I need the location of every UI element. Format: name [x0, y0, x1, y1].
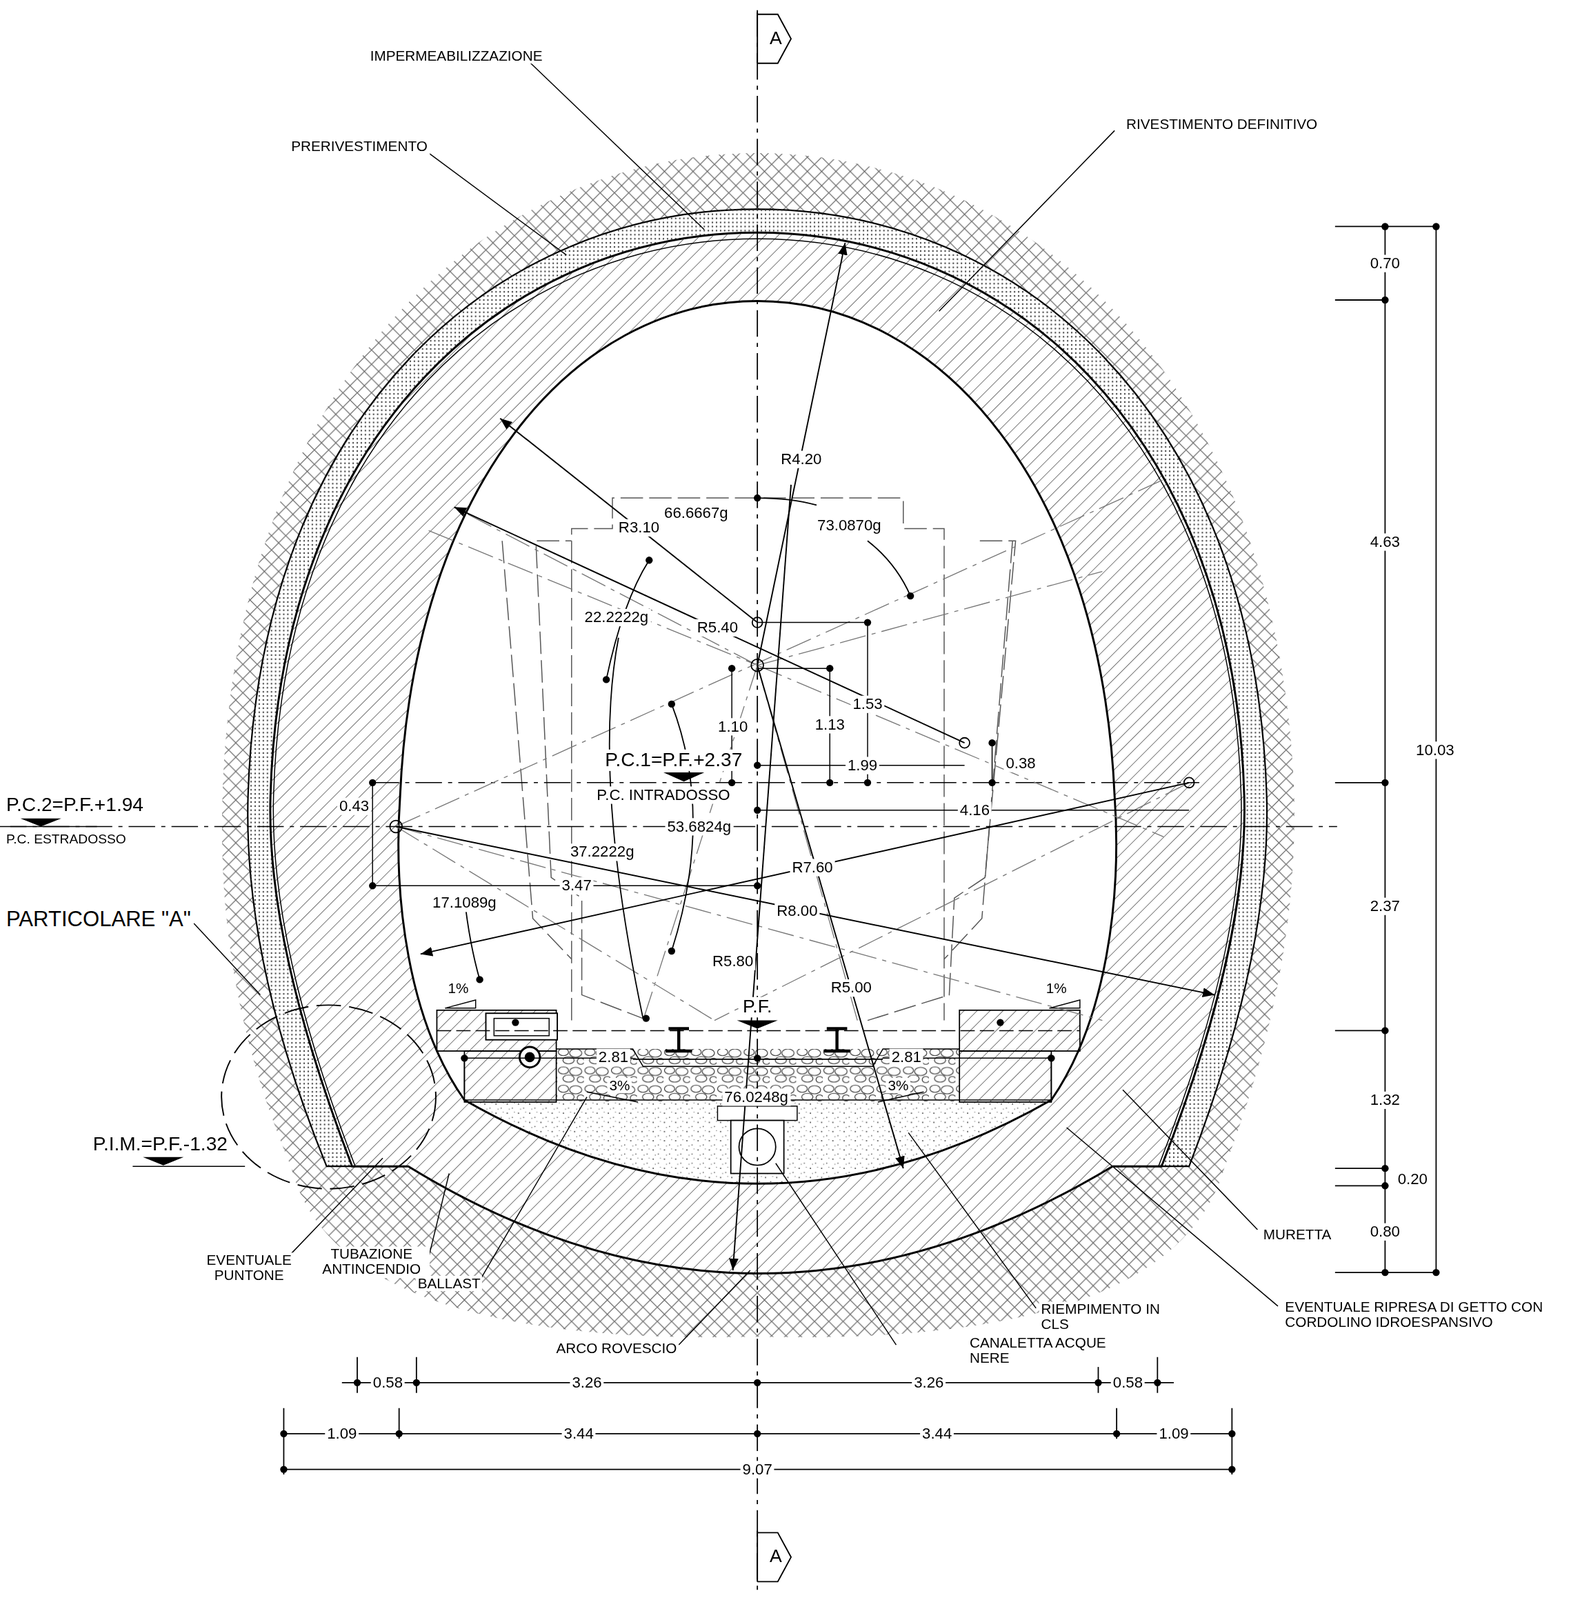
drawing-label: 9.07	[740, 1460, 775, 1478]
drawing-label: CANALETTA ACQUE NERE	[967, 1335, 1136, 1367]
drawing-label: 1%	[1044, 980, 1069, 997]
drawing-label: A	[767, 28, 785, 49]
drawing-label: 0.43	[337, 797, 372, 815]
drawing-label: 73.0870g	[815, 517, 884, 534]
drawing-label: 1.53	[850, 695, 885, 713]
drawing-label: 0.38	[1003, 755, 1038, 772]
drawing-label: 3%	[606, 1077, 632, 1094]
drawing-label: R4.20	[778, 451, 824, 468]
drawing-label: P.C.2=P.F.+1.94	[4, 794, 146, 816]
drawing-label: 3.44	[562, 1425, 596, 1443]
drawing-label: EVENTUALE PUNTONE	[195, 1252, 303, 1285]
drawing-label: P.F.	[740, 997, 774, 1018]
drawing-label: 76.0248g	[722, 1088, 791, 1105]
drawing-label: 2.37	[1368, 897, 1403, 915]
drawing-label: MURETTA	[1261, 1226, 1334, 1243]
drawing-label: IMPERMEABILIZZAZIONE	[368, 48, 545, 65]
drawing-label: 0.20	[1395, 1171, 1430, 1188]
drawing-label: RIEMPIMENTO IN CLS	[1039, 1301, 1187, 1334]
drawing-label: 0.58	[1111, 1374, 1145, 1392]
drawing-label: 3.26	[911, 1374, 946, 1392]
drawing-label: 22.2222g	[582, 608, 652, 626]
drawing-label: R7.60	[789, 858, 835, 876]
drawing-label: 10.03	[1413, 741, 1456, 758]
drawing-label: 4.63	[1368, 533, 1403, 550]
drawing-label: P.I.M.=P.F.-1.32	[91, 1134, 230, 1156]
drawing-label: 1.13	[813, 715, 847, 733]
drawing-label: R8.00	[774, 902, 820, 920]
drawing-label: A	[767, 1546, 785, 1567]
drawing-label: 1.99	[845, 756, 880, 774]
drawing-label: 3%	[885, 1077, 911, 1094]
drawing-label: R5.80	[710, 953, 756, 970]
drawing-label: ARCO ROVESCIO	[553, 1341, 679, 1358]
drawing-label: 3.26	[569, 1374, 604, 1392]
drawing-label: 2.81	[596, 1048, 631, 1066]
drawing-label: PARTICOLARE "A"	[4, 906, 194, 931]
drawing-label: 0.80	[1368, 1223, 1403, 1240]
drawing-label: 1%	[446, 980, 472, 997]
drawing-label: R5.40	[695, 619, 740, 636]
drawing-label: TUBAZIONE ANTINCENDIO	[313, 1246, 430, 1278]
drawing-label: 0.70	[1368, 255, 1403, 272]
drawing-label: P.C. ESTRADOSSO	[4, 832, 129, 847]
drawing-label: 17.1089g	[430, 894, 499, 912]
drawing-label: 2.81	[889, 1048, 924, 1066]
drawing-label: BALLAST	[415, 1275, 483, 1292]
drawing-label: P.C.1=P.F.+2.37	[602, 749, 745, 772]
drawing-label: RIVESTIMENTO DEFINITIVO	[1124, 116, 1320, 133]
drawing-label: 66.6667g	[662, 504, 731, 522]
drawing-label: R3.10	[616, 519, 662, 536]
drawing-label: PRERIVESTIMENTO	[288, 139, 430, 156]
drawing-label: 1.10	[715, 717, 750, 735]
drawing-label: EVENTUALE RIPRESA DI GETTO CON CORDOLINO…	[1282, 1299, 1573, 1332]
drawing-label: R5.00	[828, 979, 874, 996]
drawing-label: 3.47	[560, 877, 594, 894]
drawing-label: 37.2222g	[568, 843, 637, 860]
drawing-label: 0.58	[371, 1374, 405, 1392]
drawing-label: 1.32	[1368, 1091, 1403, 1109]
drawing-label: P.C. INTRADOSSO	[594, 786, 732, 803]
drawing-label: 3.44	[920, 1425, 954, 1443]
drawing-label: 1.09	[1156, 1425, 1191, 1443]
drawing-label: 4.16	[957, 802, 992, 819]
drawing-label: 1.09	[324, 1425, 359, 1443]
drawing-label: 53.6824g	[665, 817, 734, 835]
